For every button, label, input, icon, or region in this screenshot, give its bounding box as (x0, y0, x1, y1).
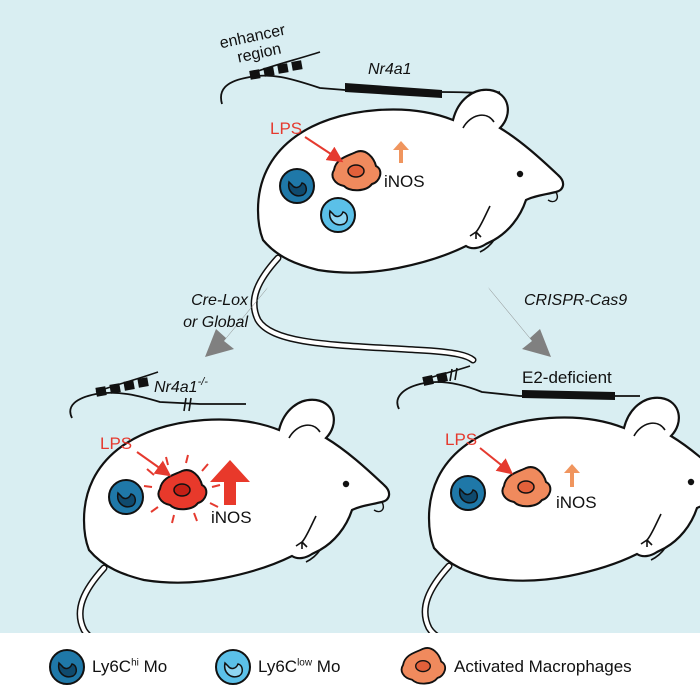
right-ly6c-hi-monocyte-icon (450, 475, 486, 511)
e2-deficient-label: E2-deficient (522, 368, 612, 387)
right-lps-label: LPS (445, 430, 477, 449)
left-lps-arrow-icon (136, 451, 172, 477)
nr4a1-knockout-label: Nr4a1-/- (154, 376, 208, 396)
top-inos-up-arrow-icon (393, 141, 409, 163)
legend-label-macrophages: Activated Macrophages (454, 657, 632, 676)
right-lps-arrow-icon (479, 447, 514, 475)
ly6c-hi-monocyte-icon (49, 649, 85, 685)
top-ly6c-hi-monocyte-icon (279, 168, 315, 204)
crispr-cas9-label: CRISPR-Cas9 (524, 292, 627, 309)
activated-macrophage-icon (400, 647, 447, 685)
cre-lox-label-line1: Cre-Lox (191, 292, 249, 309)
right-inos-label: iNOS (556, 493, 597, 512)
left-inos-label: iNOS (211, 508, 252, 527)
left-inos-up-arrow-icon (210, 460, 250, 505)
left-activated-macrophage-icon (143, 454, 221, 524)
cre-lox-label-line2: or Global (183, 314, 248, 331)
top-lps-label: LPS (270, 119, 302, 138)
top-inos-label: iNOS (384, 172, 425, 191)
left-dna-strand (69, 371, 246, 419)
left-lps-label: LPS (100, 434, 132, 453)
left-ly6c-hi-monocyte-icon (108, 479, 144, 515)
legend-item-macrophages: Activated Macrophages (396, 647, 632, 687)
right-inos-up-arrow-icon (564, 464, 580, 487)
top-ly6c-low-monocyte-icon (320, 197, 356, 233)
legend-label-ly6c-low: Ly6Clow Mo (258, 657, 341, 676)
legend-item-ly6c-hi: Ly6Chi Mo (48, 647, 167, 687)
nr4a1-gene-label: Nr4a1 (368, 61, 412, 78)
right-gray-arrow-icon (488, 287, 551, 357)
top-lps-arrow-icon (304, 136, 344, 163)
legend-label-ly6c-hi: Ly6Chi Mo (92, 657, 168, 676)
legend-item-ly6c-low: Ly6Clow Mo (214, 647, 340, 687)
ly6c-low-monocyte-icon (215, 649, 251, 685)
legend: Ly6Chi Mo Ly6Clow Mo Activated Macrophag… (0, 633, 700, 700)
right-dna-strand (396, 365, 640, 410)
left-gray-arrow-icon (205, 287, 268, 357)
